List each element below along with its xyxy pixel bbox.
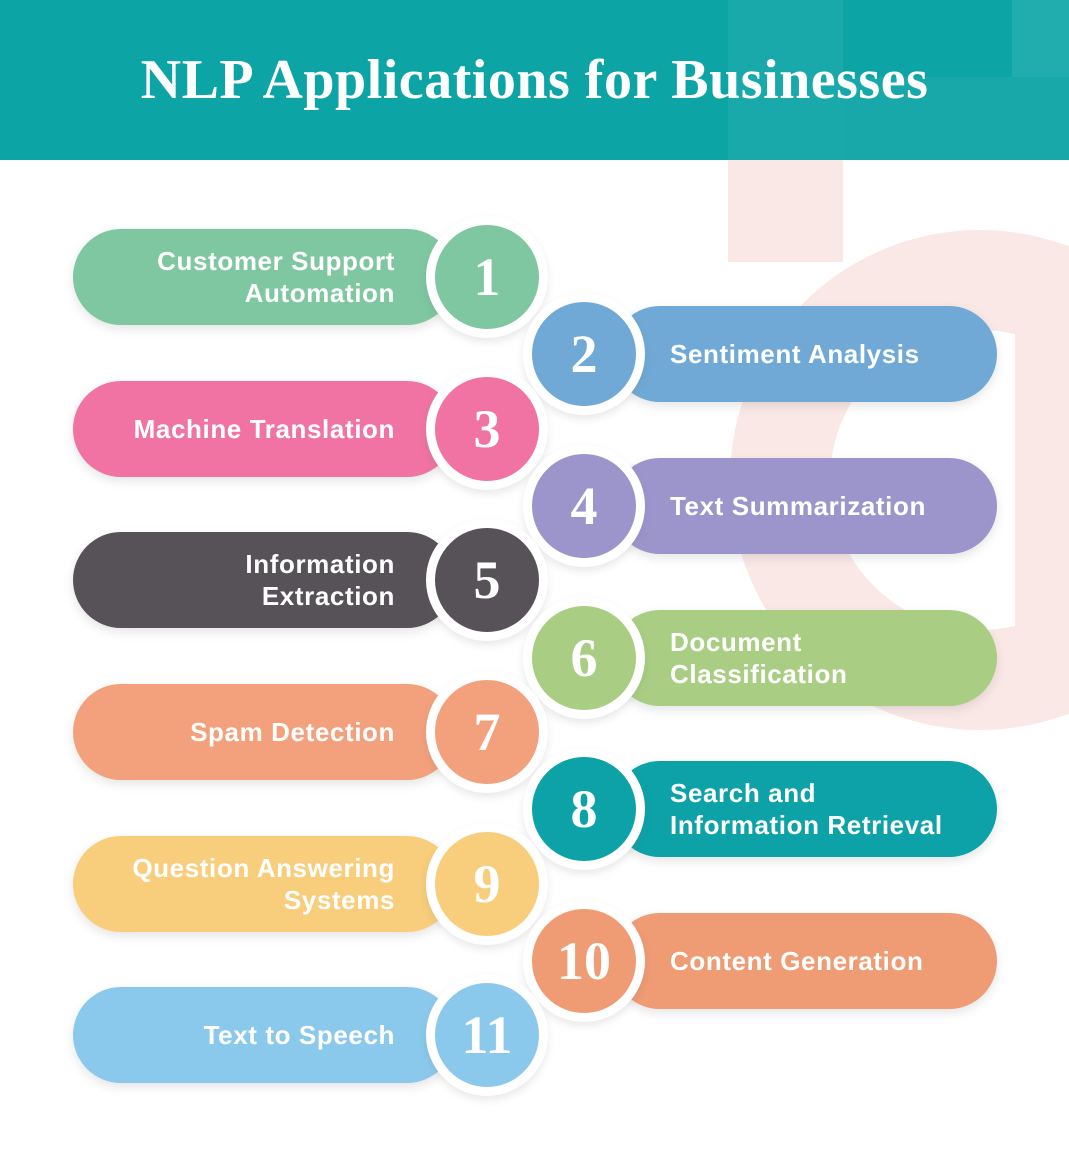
item-number: 11 (461, 1005, 513, 1065)
header-shade-block (843, 77, 1069, 160)
item-number-badge: 8 (523, 748, 645, 870)
item-number-badge: 3 (426, 368, 548, 490)
item-label: Spam Detection (190, 716, 395, 747)
item-number-badge: 1 (426, 216, 548, 338)
item-number-badge: 2 (523, 293, 645, 415)
item-label: Search and Information Retrieval (670, 777, 943, 841)
item-number: 10 (557, 931, 611, 991)
item-pill: Machine Translation (73, 381, 455, 477)
item-pill: Information Extraction (73, 532, 455, 628)
item-number: 9 (473, 854, 501, 914)
item-label: Machine Translation (133, 413, 395, 444)
item-search-information-retrieval: Search and Information Retrieval 8 (0, 748, 1069, 870)
item-label: Document Classification (670, 626, 848, 690)
item-label: Customer Support Automation (157, 245, 395, 309)
header-shade-block (728, 0, 843, 160)
item-pill: Customer Support Automation (73, 229, 455, 325)
item-document-classification: Document Classification 6 (0, 597, 1069, 719)
item-question-answering-systems: Question Answering Systems 9 (0, 823, 1069, 945)
item-number-badge: 9 (426, 823, 548, 945)
item-number: 7 (473, 702, 501, 762)
item-number-badge: 7 (426, 671, 548, 793)
item-number-badge: 5 (426, 519, 548, 641)
item-label: Text Summarization (670, 490, 926, 521)
item-sentiment-analysis: Sentiment Analysis 2 (0, 293, 1069, 415)
decor-pink-band-top (728, 160, 843, 262)
item-number: 6 (570, 628, 598, 688)
item-pill: Spam Detection (73, 684, 455, 780)
page-title: NLP Applications for Businesses (140, 49, 929, 111)
item-number-badge: 4 (523, 445, 645, 567)
item-pill: Text Summarization (612, 458, 997, 554)
item-customer-support-automation: Customer Support Automation 1 (0, 216, 1069, 338)
item-number: 1 (473, 247, 501, 307)
item-number-badge: 6 (523, 597, 645, 719)
item-text-to-speech: Text to Speech 11 (0, 974, 1069, 1096)
item-label: Sentiment Analysis (670, 338, 920, 369)
item-label: Question Answering Systems (132, 852, 395, 916)
item-number: 2 (570, 324, 598, 384)
item-label: Content Generation (670, 945, 924, 976)
item-content-generation: Content Generation 10 (0, 900, 1069, 1022)
item-pill: Document Classification (612, 610, 997, 706)
item-number: 5 (473, 550, 501, 610)
item-machine-translation: Machine Translation 3 (0, 368, 1069, 490)
item-number-badge: 10 (523, 900, 645, 1022)
item-pill: Question Answering Systems (73, 836, 455, 932)
item-number: 4 (570, 476, 598, 536)
item-text-summarization: Text Summarization 4 (0, 445, 1069, 567)
item-number: 8 (570, 779, 598, 839)
header-banner: NLP Applications for Businesses (0, 0, 1069, 160)
item-pill: Search and Information Retrieval (612, 761, 997, 857)
item-number-badge: 11 (426, 974, 548, 1096)
item-label: Information Extraction (245, 548, 395, 612)
item-spam-detection: Spam Detection 7 (0, 671, 1069, 793)
item-information-extraction: Information Extraction 5 (0, 519, 1069, 641)
item-label: Text to Speech (203, 1019, 395, 1050)
item-pill: Sentiment Analysis (612, 306, 997, 402)
item-number: 3 (473, 399, 501, 459)
item-pill: Content Generation (612, 913, 997, 1009)
header-shade-block (1012, 0, 1069, 77)
item-pill: Text to Speech (73, 987, 455, 1083)
